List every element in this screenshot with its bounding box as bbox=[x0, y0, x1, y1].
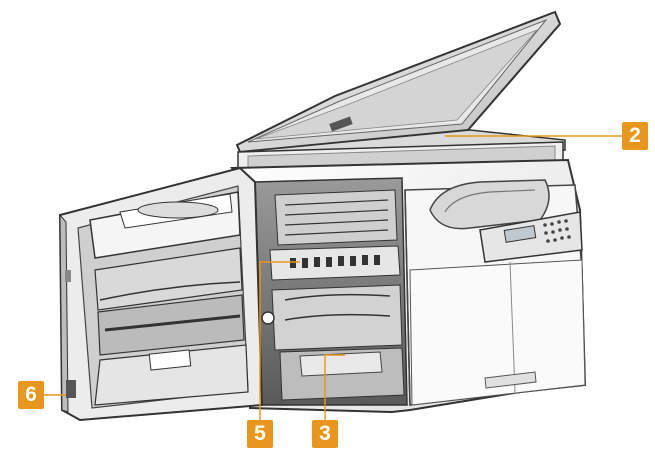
callout-3: 3 bbox=[312, 420, 338, 448]
open-left-cover bbox=[58, 166, 264, 422]
callout-leader-lines bbox=[44, 135, 622, 420]
printer-interior bbox=[254, 177, 408, 406]
leader-line-3 bbox=[324, 354, 345, 420]
leader-line-5 bbox=[259, 261, 300, 420]
callout-2: 2 bbox=[622, 122, 648, 150]
callout-5: 5 bbox=[247, 420, 273, 448]
callout-6: 6 bbox=[18, 381, 44, 409]
scanner-lid bbox=[235, 10, 562, 154]
